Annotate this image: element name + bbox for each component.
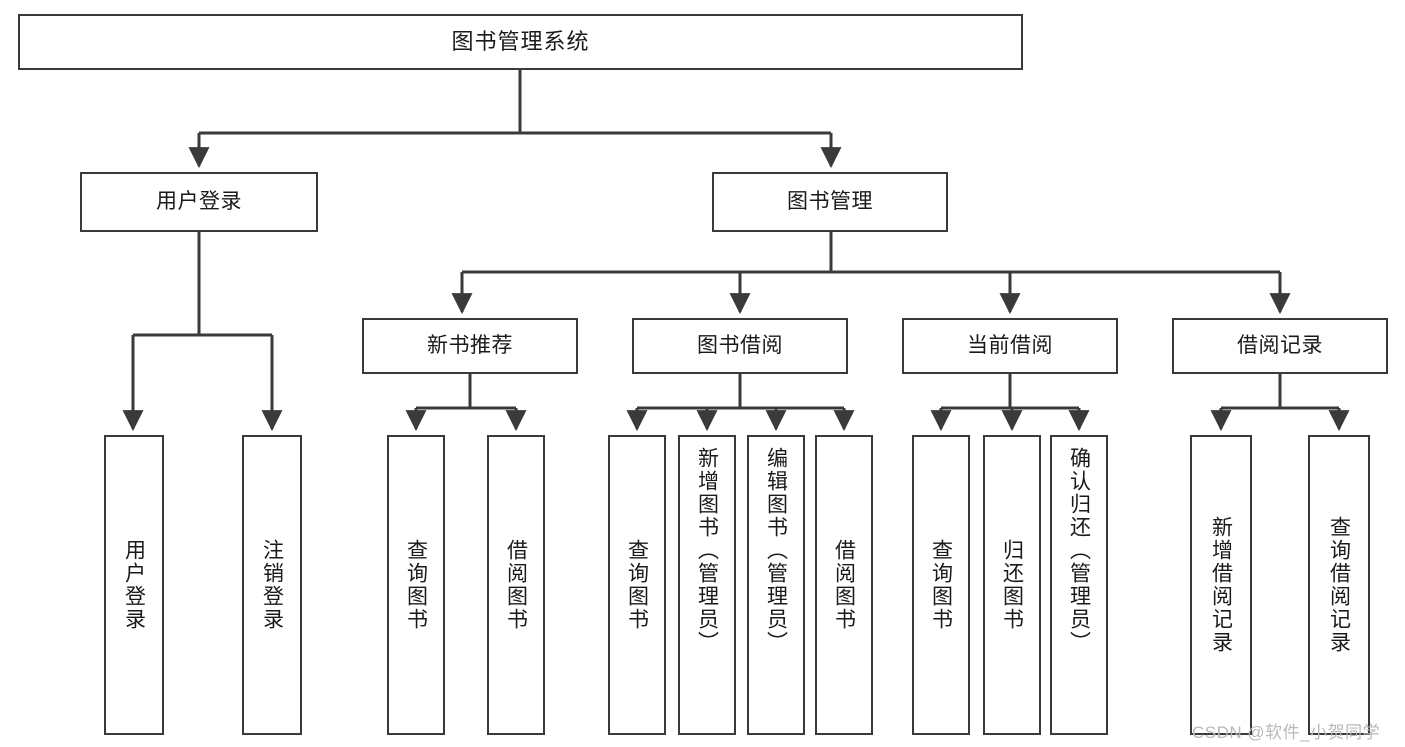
node-leaf-add-record[interactable]: 新增借阅记录: [1190, 435, 1252, 735]
node-root[interactable]: 图书管理系统: [18, 14, 1023, 70]
node-root-label: 图书管理系统: [451, 29, 590, 55]
node-leaf-add-record-label: 新增借阅记录: [1209, 516, 1233, 654]
node-book-borrow[interactable]: 图书借阅: [632, 318, 848, 374]
node-leaf-return-book[interactable]: 归还图书: [983, 435, 1041, 735]
node-leaf-borrow-book-2-label: 借阅图书: [832, 539, 856, 631]
node-leaf-borrow-book-1-label: 借阅图书: [504, 539, 528, 631]
node-leaf-confirm-return[interactable]: 确认归还（管理员）: [1050, 435, 1108, 735]
node-book-manage[interactable]: 图书管理: [712, 172, 948, 232]
node-book-borrow-label: 图书借阅: [697, 333, 783, 357]
node-leaf-logout[interactable]: 注销登录: [242, 435, 302, 735]
node-leaf-query-book-2[interactable]: 查询图书: [608, 435, 666, 735]
node-leaf-query-book-2-label: 查询图书: [625, 539, 649, 631]
node-leaf-add-book[interactable]: 新增图书（管理员）: [678, 435, 736, 735]
node-user-login-label: 用户登录: [156, 189, 242, 213]
node-leaf-user-login[interactable]: 用户登录: [104, 435, 164, 735]
node-borrow-record[interactable]: 借阅记录: [1172, 318, 1388, 374]
node-leaf-confirm-return-label: 确认归还（管理员）: [1067, 447, 1091, 654]
node-borrow-record-label: 借阅记录: [1237, 333, 1323, 357]
node-leaf-borrow-book-2[interactable]: 借阅图书: [815, 435, 873, 735]
node-leaf-add-book-label: 新增图书（管理员）: [695, 447, 719, 654]
node-new-book-rec[interactable]: 新书推荐: [362, 318, 578, 374]
node-current-borrow[interactable]: 当前借阅: [902, 318, 1118, 374]
node-leaf-edit-book[interactable]: 编辑图书（管理员）: [747, 435, 805, 735]
node-leaf-logout-label: 注销登录: [260, 539, 284, 631]
node-leaf-query-record-label: 查询借阅记录: [1327, 516, 1351, 654]
node-leaf-query-book-1[interactable]: 查询图书: [387, 435, 445, 735]
node-leaf-edit-book-label: 编辑图书（管理员）: [764, 447, 788, 654]
node-leaf-query-book-3[interactable]: 查询图书: [912, 435, 970, 735]
node-leaf-query-record[interactable]: 查询借阅记录: [1308, 435, 1370, 735]
node-leaf-query-book-1-label: 查询图书: [404, 539, 428, 631]
csdn-watermark: CSDN @软件_小贺同学: [1192, 723, 1381, 742]
node-book-manage-label: 图书管理: [787, 189, 873, 213]
node-leaf-query-book-3-label: 查询图书: [929, 539, 953, 631]
node-current-borrow-label: 当前借阅: [967, 333, 1053, 357]
node-leaf-return-book-label: 归还图书: [1000, 539, 1024, 631]
node-new-book-rec-label: 新书推荐: [427, 333, 513, 357]
node-leaf-borrow-book-1[interactable]: 借阅图书: [487, 435, 545, 735]
node-leaf-user-login-label: 用户登录: [122, 539, 146, 631]
node-user-login[interactable]: 用户登录: [80, 172, 318, 232]
